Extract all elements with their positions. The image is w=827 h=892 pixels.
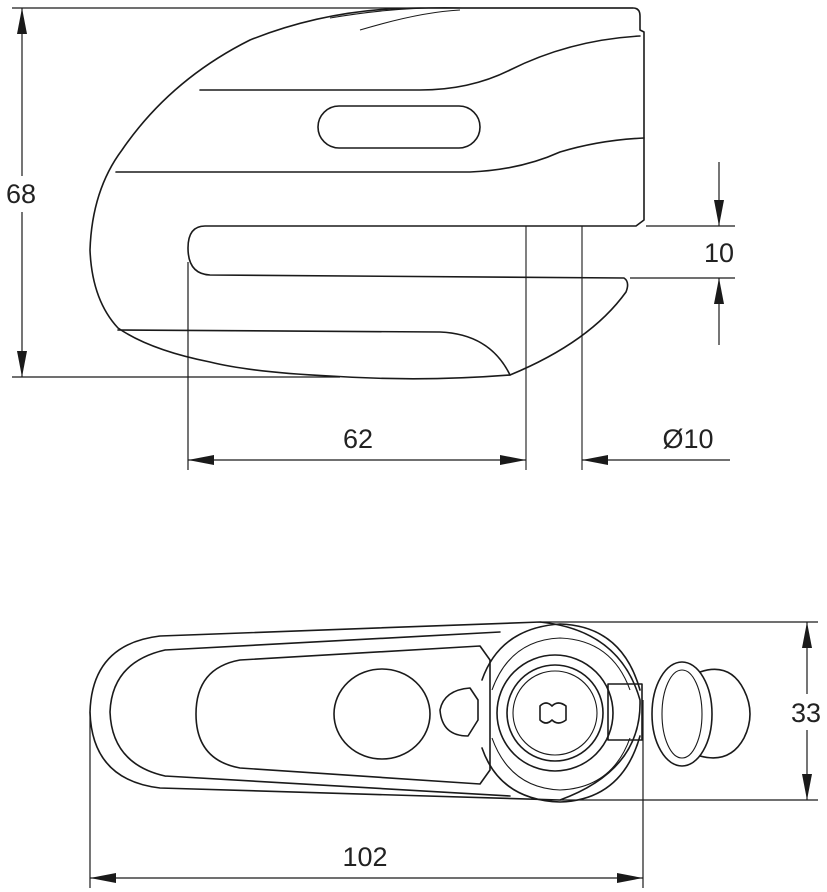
- dim-slot-10: 10: [630, 162, 735, 345]
- label-length: 102: [342, 842, 387, 872]
- label-pin: Ø10: [662, 424, 713, 454]
- cylinder-ring-inner: [512, 670, 598, 756]
- label-slot: 10: [704, 238, 734, 268]
- label-height: 68: [6, 179, 36, 209]
- lower-band-curve: [117, 329, 511, 376]
- dim-height-68: 68: [0, 7, 633, 378]
- top-inner-contour: [109, 631, 511, 797]
- dim-pin-10: Ø10: [582, 424, 730, 465]
- pin-cap: [651, 661, 713, 767]
- dim-length-102: 102: [89, 700, 644, 888]
- cylinder-outer-arc: [481, 623, 641, 803]
- middle-band-curve: [115, 137, 645, 173]
- top-view: [89, 621, 751, 803]
- lock-body-outline: [89, 7, 645, 380]
- keyhole-icon: [539, 702, 567, 724]
- top-recessed-panel: [195, 645, 491, 785]
- upper-band-curve: [199, 35, 641, 91]
- cylinder-ring-middle: [506, 664, 604, 762]
- label-depth: 62: [343, 424, 373, 454]
- top-ridge-2: [359, 9, 461, 31]
- pin-housing: [607, 683, 643, 741]
- top-oval-window: [333, 668, 431, 760]
- dim-width-33: 33: [540, 621, 827, 801]
- label-width: 33: [791, 698, 821, 728]
- cylinder-ring-arc: [491, 637, 631, 791]
- indicator-lens: [439, 687, 479, 737]
- dim-depth-62: 62: [187, 262, 526, 470]
- pin-cap-inner: [661, 669, 703, 759]
- side-view: [89, 7, 645, 470]
- side-window-slot: [317, 105, 481, 149]
- pin-cap-back: [699, 668, 751, 759]
- top-body-outline: [89, 621, 641, 801]
- cylinder-ring-outer: [496, 654, 614, 772]
